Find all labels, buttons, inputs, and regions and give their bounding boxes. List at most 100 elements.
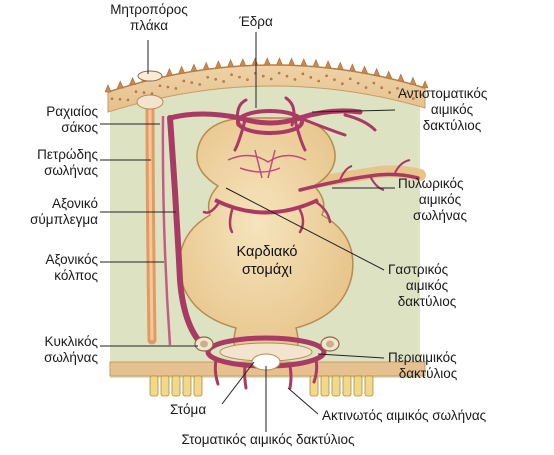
wall-texture-dot — [333, 78, 336, 81]
wall-texture-dot — [285, 74, 289, 78]
wall-texture-dot — [134, 90, 138, 93]
wall-texture-dot — [341, 82, 344, 85]
label-stone-canal: Πετρώδης σωλήνας — [0, 147, 98, 179]
label-stone-canal-line2: σωλήνας — [44, 163, 98, 178]
axial-sinus-shape — [161, 115, 172, 346]
wall-texture-dot — [150, 92, 154, 95]
label-cardiac-stomach-line2: στομάχι — [241, 262, 293, 278]
spine — [324, 60, 332, 69]
leader-lines — [100, 32, 396, 432]
wall-texture-dot — [309, 76, 313, 79]
wall-texture-dot — [419, 93, 423, 97]
label-stone-canal-line1: Πετρώδης — [37, 147, 98, 162]
label-pyloric-vessel: Πυλωρικός αιμικός σωλήνας — [398, 176, 482, 224]
wall-texture-dot — [404, 92, 407, 95]
wall-texture-dot — [174, 87, 178, 90]
label-aboral-ring-line3: δακτύλιος — [422, 118, 482, 133]
wall-texture-dot — [166, 85, 170, 89]
wall-texture-dot — [246, 78, 249, 81]
tube-feet-left — [149, 375, 203, 397]
label-madreporite-line1: Μητροπόρος — [110, 2, 188, 17]
label-mouth: Στόμα — [170, 402, 207, 417]
label-gastric-ring-line1: Γαστρικός — [388, 262, 449, 277]
label-aboral-ring-line2: αιμικός — [430, 102, 474, 117]
spine — [300, 58, 308, 67]
spine — [263, 57, 271, 66]
wall-texture-dot — [158, 84, 162, 88]
label-perihemal-ring-line2: δακτύλιος — [398, 366, 458, 381]
label-madreporite: Μητροπόρος πλάκα — [95, 2, 203, 34]
wall-texture-dot — [411, 97, 415, 100]
wall-texture-dot — [380, 86, 384, 89]
wall-texture-dot — [348, 77, 352, 81]
spine — [239, 58, 247, 67]
wall-texture-dot — [214, 77, 217, 81]
wall-texture-dot — [126, 98, 130, 102]
wall-texture-dot — [293, 78, 297, 81]
label-axial-complex-line2: σύμπλεγμα — [30, 212, 98, 227]
label-axial-complex-line1: Αξονικό — [51, 196, 98, 211]
radial-vessel-shape — [213, 358, 319, 390]
pyloric-hemal-vessel-shape — [298, 172, 420, 192]
label-pyloric-vessel-line2: αιμικός — [418, 192, 462, 207]
wall-texture-dot — [372, 81, 376, 85]
label-gastric-ring-line2: αιμικός — [405, 278, 449, 293]
label-madreporite-line2: πλάκα — [129, 18, 169, 33]
label-radial-vessel: Ακτινωτός αιμικός σωλήνας — [322, 408, 487, 423]
label-spinal-sac: Ραχιαίος σάκος — [0, 104, 98, 136]
label-axial-sinus-line2: κόλπος — [54, 268, 98, 283]
label-axial-sinus: Αξονικός κόλπος — [0, 252, 98, 284]
label-cardiac-stomach: Καρδιακό στομάχι — [222, 243, 312, 279]
wall-texture-dot — [206, 75, 210, 79]
label-ring-canal-line1: Κυκλικός — [44, 334, 99, 349]
wall-texture-dot — [325, 74, 328, 78]
wall-texture-dot — [198, 83, 202, 86]
spine — [227, 59, 235, 68]
label-perihemal-ring: Περιαιμικός δακτύλιος — [388, 350, 468, 382]
spine — [251, 57, 259, 66]
wall-texture-dot — [364, 86, 368, 89]
stomach-vessel-mesh — [227, 149, 307, 179]
label-axial-sinus-line1: Αξονικός — [45, 252, 98, 267]
wall-texture-dot — [238, 75, 241, 79]
wall-texture-dot — [142, 91, 146, 94]
wall-texture-dot — [118, 97, 122, 101]
tube-feet-right — [309, 375, 374, 397]
label-cardiac-stomach-line1: Καρδιακό — [236, 244, 298, 260]
wall-texture-dot — [230, 73, 233, 77]
wall-texture-dot — [317, 79, 320, 83]
ring-canal-shape — [194, 336, 340, 352]
spine — [312, 58, 320, 68]
wall-texture-dot — [277, 71, 281, 75]
label-gastric-ring: Γαστρικός αιμικός δακτύλιος — [388, 262, 466, 310]
axial-complex-shape — [167, 115, 209, 351]
label-ring-canal-line2: σωλήνας — [44, 350, 98, 365]
label-aboral-ring-line1: Αντιστοματικός — [398, 86, 488, 101]
spine — [214, 60, 222, 69]
label-oral-ring: Στοματικός αιμικός δακτύλιος — [181, 432, 355, 447]
wall-texture-dot — [261, 74, 265, 78]
spine — [202, 61, 210, 70]
label-perihemal-ring-line1: Περιαιμικός — [388, 350, 457, 365]
gastric-hemal-ring-shape — [214, 198, 319, 215]
label-gastric-ring-line3: δακτύλιος — [397, 294, 457, 309]
label-spinal-sac-line2: σάκος — [61, 120, 98, 135]
wall-texture-dot — [388, 91, 391, 94]
madreporite-shape — [137, 70, 163, 82]
wall-texture-dot — [301, 72, 305, 76]
spine — [336, 61, 344, 70]
wall-texture-dot — [269, 77, 273, 81]
label-ring-canal: Κυκλικός σωλήνας — [0, 334, 98, 366]
wall-texture-dot — [356, 81, 360, 85]
wall-texture-dot — [110, 97, 114, 101]
label-aboral-ring: Αντιστοματικός αιμικός δακτύλιος — [398, 86, 506, 134]
wall-texture-dot — [182, 79, 186, 83]
wall-texture-dot — [396, 87, 399, 90]
spine — [275, 57, 283, 66]
wall-texture-dot — [190, 81, 194, 84]
wall-texture-dot — [222, 80, 225, 83]
label-pyloric-vessel-line1: Πυλωρικός — [398, 176, 464, 191]
label-spinal-sac-line1: Ραχιαίος — [46, 104, 98, 119]
